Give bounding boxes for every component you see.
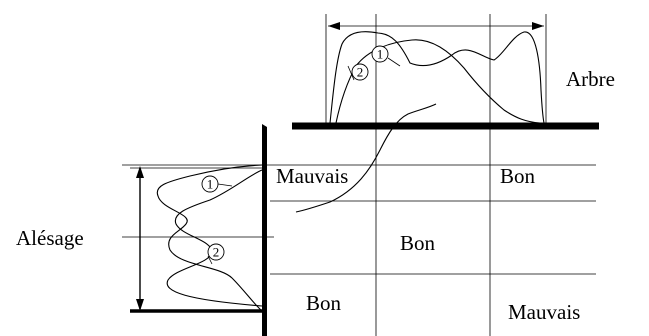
shaft-curve-1 xyxy=(329,31,545,124)
label-bon-center: Bon xyxy=(400,231,436,255)
shaft-curve-2 xyxy=(335,39,541,124)
bore-base-bar xyxy=(262,124,267,336)
bore-marker-1: 1 xyxy=(201,175,219,193)
label-alesage: Alésage xyxy=(16,226,84,250)
shaft-distribution: 1 2 xyxy=(325,14,547,124)
shaft-marker-2-leader xyxy=(347,65,355,81)
svg-text:1: 1 xyxy=(377,47,384,62)
transfer-curve xyxy=(295,103,437,213)
shaft-marker-1: 1 xyxy=(371,45,389,63)
label-arbre: Arbre xyxy=(566,67,615,91)
bore-distribution: 1 2 xyxy=(130,164,264,313)
bore-curve-1 xyxy=(156,164,263,312)
bore-marker-1-leader xyxy=(217,183,233,187)
svg-text:2: 2 xyxy=(213,245,220,260)
label-mauvais-top-left: Mauvais xyxy=(276,164,348,188)
bore-arrow-bottom xyxy=(136,299,144,311)
shaft-arrow-right xyxy=(532,22,544,30)
grid-lines xyxy=(122,14,596,336)
shaft-arrow-left xyxy=(328,22,340,30)
bore-curve-2 xyxy=(166,169,263,307)
label-bon-bottom-left: Bon xyxy=(306,291,342,315)
bore-arrow-top xyxy=(136,166,144,178)
svg-text:1: 1 xyxy=(207,177,214,192)
svg-text:2: 2 xyxy=(357,65,364,80)
bore-marker-2-leader xyxy=(207,255,213,265)
bore-marker-2: 2 xyxy=(207,243,225,261)
shaft-marker-1-leader xyxy=(387,57,401,67)
label-bon-top-right: Bon xyxy=(500,164,536,188)
shaft-marker-2: 2 xyxy=(351,63,369,81)
label-mauvais-bottom-right: Mauvais xyxy=(508,300,580,324)
